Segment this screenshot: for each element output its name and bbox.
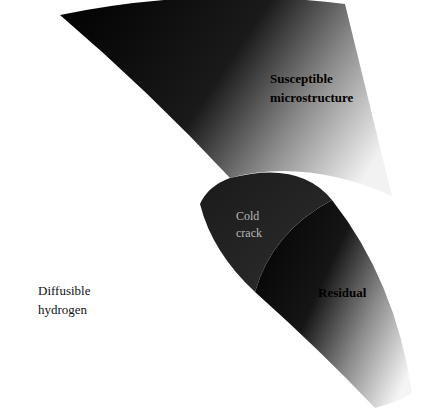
factor-region: Residual [316,282,406,305]
factor-region: Susceptible microstructure [268,68,378,110]
overlap-shape [200,172,332,292]
factor-label: Susceptible microstructure [270,70,376,108]
factor-label: Residual [318,284,404,303]
result-label: Cold crack [236,208,278,243]
factor-label: Diffusible hydrogen [38,282,134,320]
microstructure-shape [60,0,392,196]
factor-region: Cold crack [234,206,280,245]
factor-region: Diffusible hydrogen [36,280,136,322]
